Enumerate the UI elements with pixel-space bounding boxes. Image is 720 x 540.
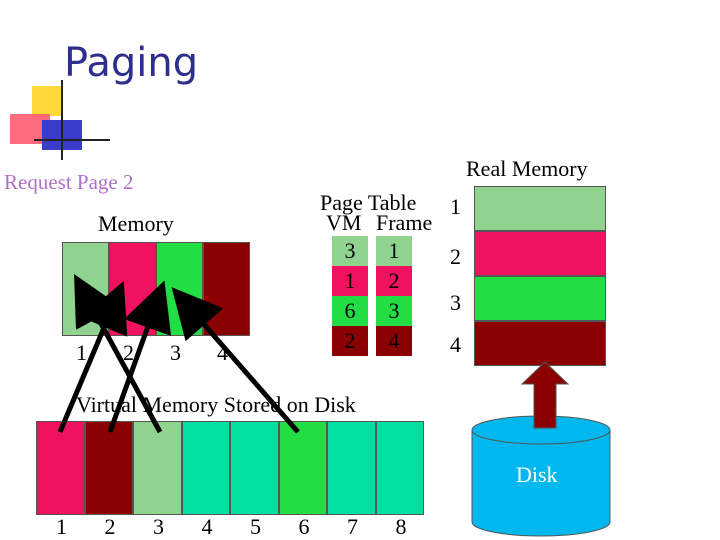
virtual-memory-cell-number: 8 [395,514,407,539]
page-table-frame-cell: 2 [376,266,412,296]
request-label: Request Page 2 [4,170,134,194]
page-table-vm-cell: 1 [332,266,368,296]
real-memory-frame [474,186,606,231]
page-table-vm-cell: 6 [332,296,368,326]
page-table-frame-header: Frame [376,210,433,235]
page-table-vm-cell: 2 [332,326,368,356]
real-memory-frame-number: 2 [450,244,461,269]
page-table-vm-header: VM [326,210,362,235]
memory-cell-number: 2 [123,340,134,365]
virtual-memory-cell [133,421,182,515]
virtual-memory-cell [36,421,85,515]
memory-label: Memory [98,211,174,236]
virtual-memory-cell [181,421,230,515]
page-table-frame-cell: 4 [376,326,412,356]
virtual-memory-cell-number: 7 [347,514,358,539]
virtual-memory-cell-number: 4 [201,514,213,539]
arrow-vm1-to-memory2 [57,280,128,433]
virtual-memory-cell-number: 1 [56,514,67,539]
real-memory-frame [474,276,606,321]
arrow-vm3-to-memory1 [74,274,163,434]
disk-icon [471,415,611,537]
virtual-memory-cell-number: 3 [153,514,164,539]
real-memory-frame-number: 3 [450,290,461,315]
memory-cell-number: 1 [76,340,87,365]
real-memory-frame-number: 4 [450,332,461,357]
real-memory-frame [474,231,606,276]
real-memory-frame-number: 1 [450,194,461,219]
real-memory-frame [474,321,606,366]
virtual-memory-cell [375,421,424,515]
virtual-memory-cell [327,421,376,515]
page-table-frame-cell: 1 [376,236,412,266]
page-table-vm-cell: 3 [332,236,368,266]
page-table-title: Page Table [320,190,417,215]
page-table-frame-cell: 3 [376,296,412,326]
load-arrow-icon [520,361,570,429]
title-decoration [0,0,110,170]
virtual-memory-cell [230,421,279,515]
virtual-memory-cell-number: 6 [298,514,310,539]
arrow-vm2-to-memory4 [107,280,172,433]
real-memory-label: Real Memory [466,156,588,181]
disk-label: Disk [516,462,558,487]
virtual-memory-cell-number: 5 [250,514,261,539]
title-decoration-graphic [10,80,110,160]
memory-cell-number: 4 [217,340,228,365]
virtual-memory-cell [278,421,327,515]
memory-cell-number: 3 [170,340,181,365]
virtual-memory-cell [84,421,133,515]
virtual-memory-cell-number: 2 [104,514,116,539]
arrow-vm6-to-memory3 [171,287,300,434]
page-title: Paging [64,40,199,86]
